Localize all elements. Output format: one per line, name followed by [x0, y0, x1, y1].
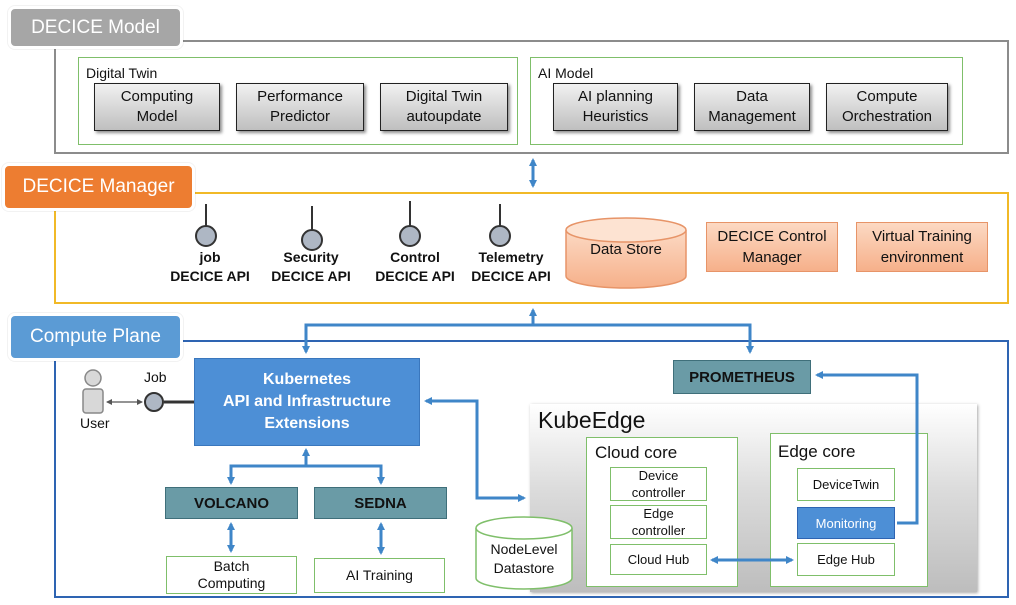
monitoring-prometheus-arrow	[815, 371, 919, 525]
k8s-kubeedge-arrow	[424, 397, 526, 502]
devicetwin-box: DeviceTwin	[797, 468, 895, 501]
api-pin-icons	[195, 201, 511, 251]
job-pin-icon	[144, 392, 194, 412]
decice-control-manager-box: DECICE Control Manager	[706, 222, 838, 272]
performance-predictor-box: Performance Predictor	[236, 83, 364, 131]
monitoring-box: Monitoring	[797, 507, 895, 539]
edge-hub-box: Edge Hub	[797, 543, 895, 576]
edge-controller-box: Edge controller	[610, 505, 707, 539]
nodelevel-cylinder	[475, 516, 573, 590]
data-management-box: Data Management	[694, 83, 810, 131]
data-store-label: Data Store	[590, 241, 662, 258]
decice-model-tag: DECICE Model	[8, 6, 183, 49]
decice-manager-tag: DECICE Manager	[2, 163, 195, 211]
prometheus-box: PROMETHEUS	[673, 360, 811, 394]
virtual-training-box: Virtual Training environment	[856, 222, 988, 272]
digital-twin-autoupdate-box: Digital Twin autoupdate	[380, 83, 508, 131]
decice-manager-frame	[54, 192, 1009, 304]
security-api-label: Security DECICE API	[271, 249, 351, 284]
nodelevel-datastore-label: NodeLevel Datastore	[490, 541, 558, 576]
computing-model-box: Computing Model	[94, 83, 220, 131]
edge-core-title: Edge core	[778, 442, 856, 461]
compute-split-line	[302, 323, 754, 354]
k8s-branch-line	[227, 464, 385, 485]
compute-orchestration-box: Compute Orchestration	[826, 83, 948, 131]
cloud-core-title: Cloud core	[595, 443, 678, 462]
ai-training-box: AI Training	[314, 558, 445, 593]
job-label: Job	[144, 369, 167, 385]
job-api-label: job DECICE API	[170, 249, 250, 284]
user-label: User	[80, 415, 110, 431]
data-store-cylinder	[565, 217, 687, 289]
telemetry-api-label: Telemetry DECICE API	[471, 249, 551, 284]
volcano-box: VOLCANO	[165, 487, 298, 519]
compute-plane-tag: Compute Plane	[8, 313, 183, 361]
device-controller-box: Device controller	[610, 467, 707, 501]
cloud-hub-box: Cloud Hub	[610, 544, 707, 575]
ai-planning-box: AI planning Heuristics	[553, 83, 678, 131]
user-icon	[82, 369, 104, 414]
kubeedge-title: KubeEdge	[538, 407, 646, 433]
digital-twin-title: Digital Twin	[86, 65, 158, 81]
batch-computing-box: Batch Computing	[166, 556, 297, 594]
ai-model-title: AI Model	[538, 65, 594, 81]
kubernetes-box: Kubernetes API and Infrastructure Extens…	[194, 358, 420, 446]
control-api-label: Control DECICE API	[375, 249, 455, 284]
